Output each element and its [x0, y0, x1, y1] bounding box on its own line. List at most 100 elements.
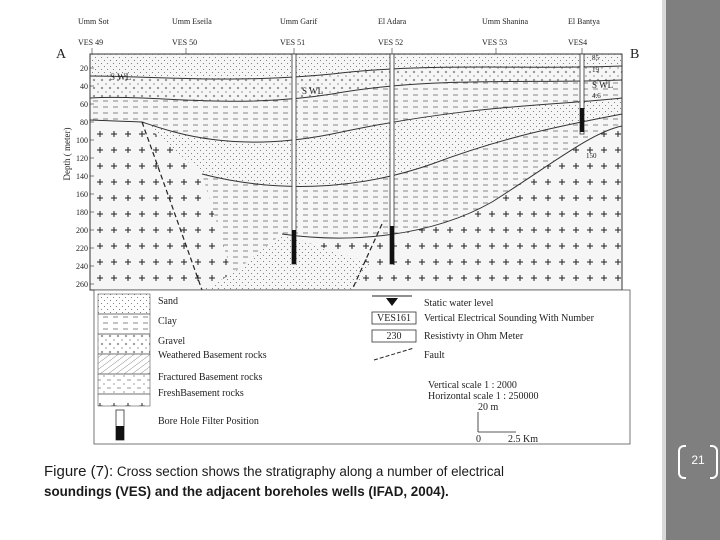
ves-symbol-text: VES161	[377, 313, 411, 324]
boundary-4	[201, 113, 623, 187]
layer-sand-bottom	[202, 234, 372, 290]
caption-label: Figure (7):	[44, 463, 114, 480]
end-label-b: B	[630, 47, 639, 62]
depth-tick-label: 220	[76, 244, 88, 253]
site-name: Umm Shanina	[482, 17, 528, 26]
boundary-6	[89, 119, 143, 123]
caption-text-line2: soundings (VES) and the adjacent borehol…	[44, 484, 449, 499]
resistivity-label: 19	[592, 66, 600, 74]
depth-tick-label: 120	[76, 154, 88, 163]
resistivity-symbol-box	[371, 329, 417, 343]
sand-dots-swatch	[97, 293, 151, 315]
horizontal-scale: Horizontal scale 1 : 250000	[428, 391, 539, 402]
legend-item-label: Fractured Basement rocks	[158, 372, 263, 383]
ves-label: VES 49	[78, 38, 103, 47]
borehole-filter-icon	[115, 409, 125, 441]
legend-item-label: Vertical Electrical Sounding With Number	[424, 313, 595, 324]
figure-caption: Figure (7): Cross section shows the stra…	[44, 462, 652, 502]
layer-sand-top	[90, 54, 622, 80]
ves-label: VES 53	[482, 38, 507, 47]
fault-left	[141, 121, 203, 291]
bracket-left-icon	[678, 445, 686, 479]
vertical-scale: Vertical scale 1 : 2000	[428, 380, 517, 391]
depth-tick-label: 80	[80, 118, 88, 127]
depth-tick-label: 240	[76, 262, 88, 271]
resistivity-label: 85	[592, 54, 600, 62]
legend-item-label: Gravel	[158, 336, 185, 347]
clay-dash-swatch	[97, 313, 151, 335]
borehole-ves4	[579, 53, 585, 135]
layer-sand-middle	[142, 98, 622, 187]
resistivity-label: 150	[586, 152, 597, 160]
water-level-label: S WL	[110, 72, 131, 82]
layer-clay-lower	[202, 114, 622, 274]
scale-bar-vertical-label: 20 m	[478, 402, 499, 413]
borehole-ves52	[389, 53, 395, 265]
fault-dash-icon	[373, 347, 415, 361]
scale-block: Vertical scale 1 : 2000 Horizontal scale…	[428, 380, 539, 445]
stratigraphy-layers	[90, 54, 622, 290]
boundary-5	[281, 125, 623, 239]
site-name: Umm Eseila	[172, 17, 212, 26]
legend-frame	[93, 289, 631, 445]
resistivity-labels: 85 19 4.6 150	[586, 54, 601, 160]
scale-bar-horizontal-label: 2.5 Km	[508, 434, 538, 445]
depth-tick-label: 20	[80, 64, 88, 73]
depth-tick-label: 140	[76, 172, 88, 181]
site-name: El Bantya	[568, 17, 600, 26]
layer-clay-upper	[90, 80, 622, 143]
fresh-plus-swatch	[97, 393, 151, 407]
depth-tick-label: 40	[80, 82, 88, 91]
layer-gravel	[90, 66, 622, 102]
resistivity-symbol-text: 230	[387, 331, 402, 342]
water-levels: S WL S WL S WL	[110, 72, 613, 96]
legend-swatches	[97, 293, 151, 441]
caption-text-line1: Cross section shows the stratigraphy alo…	[113, 464, 504, 479]
legend-right-symbols	[371, 295, 417, 361]
depth-tick-label: 160	[76, 190, 88, 199]
legend-item-label: FreshBasement rocks	[158, 388, 244, 399]
legend-item-label: Resistivty in Ohm Meter	[424, 331, 524, 342]
end-label-a: A	[56, 47, 67, 62]
legend-item-label: Static water level	[424, 298, 494, 309]
weathered-swatch	[97, 353, 151, 375]
fractured-swatch	[97, 373, 151, 395]
borehole-ves51	[291, 53, 297, 265]
water-level-label: S WL	[592, 80, 613, 90]
legend-item-label: Sand	[158, 296, 178, 307]
ves-symbol-box	[371, 311, 417, 325]
ves-label: VES 52	[378, 38, 403, 47]
page-number-text: 21	[691, 453, 705, 467]
boundary-2	[89, 79, 623, 102]
sidebar-edge	[662, 0, 666, 540]
layer-boundaries	[89, 65, 623, 239]
site-name: Umm Garif	[280, 17, 317, 26]
water-level-label: S WL	[302, 86, 323, 96]
legend-item-label: Clay	[158, 316, 177, 327]
page-number: 21	[678, 445, 718, 479]
water-level-triangle-icon	[372, 295, 412, 306]
depth-axis-label: Depth ( meter)	[62, 128, 72, 181]
bracket-right-icon	[710, 445, 718, 479]
site-name: El Adara	[378, 17, 407, 26]
legend-item-label: Bore Hole Filter Position	[158, 416, 259, 427]
legend-item-label: Weathered Basement rocks	[158, 350, 267, 361]
faults	[141, 121, 383, 291]
ves-label: VES4	[568, 38, 587, 47]
depth-tick-label: 260	[76, 280, 88, 289]
depth-tick-label: 180	[76, 208, 88, 217]
legend-item-label: Fault	[424, 350, 445, 361]
depth-tick-label: 100	[76, 136, 88, 145]
ves-ticks	[91, 48, 583, 54]
fault-right	[351, 223, 383, 291]
boundary-3	[141, 97, 623, 143]
layer-fresh-basement-right	[282, 126, 622, 290]
ves-label: VES 50	[172, 38, 197, 47]
boundary-1	[89, 65, 623, 80]
